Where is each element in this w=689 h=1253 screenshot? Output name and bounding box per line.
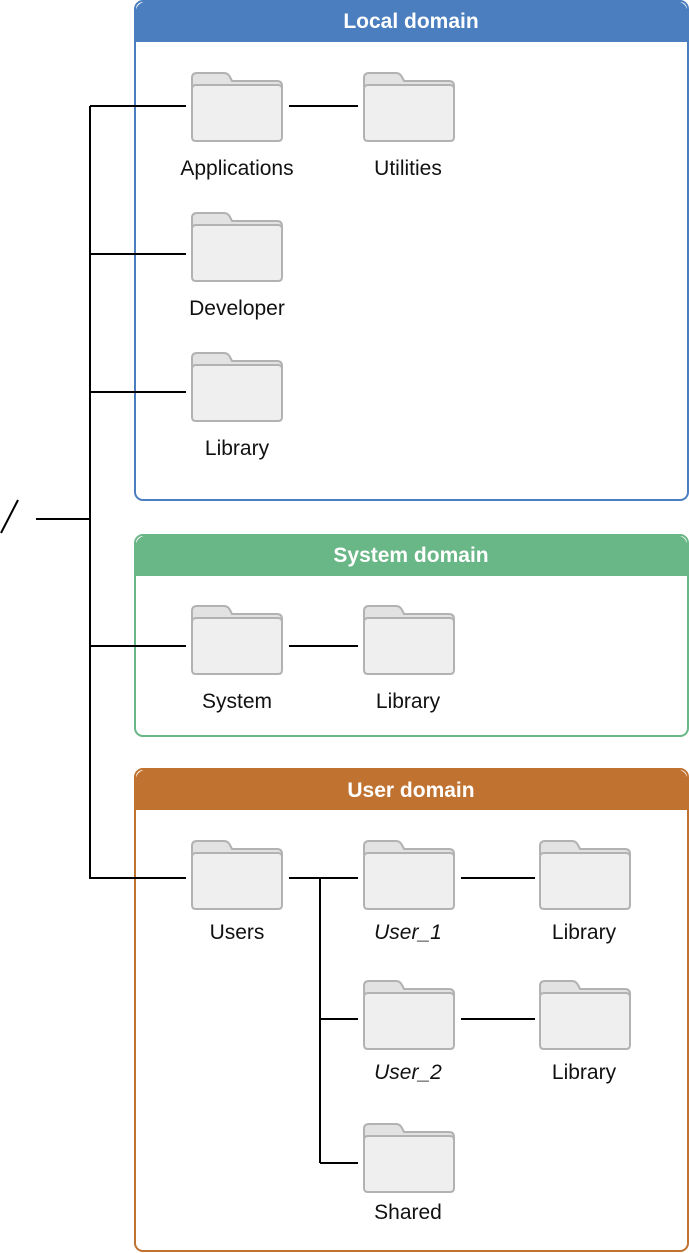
- folder-label-applications: Applications: [180, 157, 293, 180]
- folder-label-user-1: User_1: [374, 921, 442, 944]
- system-domain-box: System domain: [134, 534, 689, 737]
- folder-label-system-library: Library: [376, 690, 441, 713]
- folder-label-system: System: [202, 690, 272, 713]
- folder-local-library[interactable]: Library: [191, 352, 283, 460]
- user-domain-title: User domain: [347, 779, 474, 802]
- folder-developer[interactable]: Developer: [189, 212, 285, 320]
- local-domain-box: Local domain: [134, 0, 689, 501]
- folder-icon: [539, 980, 631, 1050]
- folder-icon: [363, 605, 455, 675]
- folder-icon: [363, 72, 455, 142]
- system-domain-title: System domain: [333, 544, 488, 567]
- folder-icon: [191, 352, 283, 422]
- folder-icon: [191, 840, 283, 910]
- user-domain-box: User domain: [134, 768, 689, 1252]
- folder-icon: [191, 72, 283, 142]
- folder-applications[interactable]: Applications: [180, 72, 294, 180]
- folder-users[interactable]: Users: [191, 840, 283, 944]
- folder-icon: [363, 980, 455, 1050]
- local-domain-title: Local domain: [343, 10, 478, 33]
- folder-icon: [539, 840, 631, 910]
- folder-label-utilities: Utilities: [374, 157, 442, 180]
- folder-user-2-library[interactable]: Library: [539, 980, 631, 1084]
- folder-label-user-2-library: Library: [552, 1061, 617, 1084]
- folder-user-1-library[interactable]: Library: [539, 840, 631, 944]
- folder-icon: [191, 212, 283, 282]
- folder-user-2[interactable]: User_2: [363, 980, 455, 1084]
- folder-icon: [363, 1123, 455, 1193]
- folder-user-1[interactable]: User_1: [363, 840, 455, 944]
- folder-label-users: Users: [210, 921, 265, 944]
- folder-label-user-1-library: Library: [552, 921, 617, 944]
- folder-system[interactable]: System: [191, 605, 283, 713]
- folder-label-developer: Developer: [189, 297, 285, 320]
- folder-utilities[interactable]: Utilities: [363, 72, 455, 180]
- folder-label-user-2: User_2: [374, 1061, 442, 1084]
- folder-system-library[interactable]: Library: [363, 605, 455, 713]
- root-slash: [0, 499, 19, 534]
- folder-label-shared: Shared: [374, 1201, 442, 1224]
- folder-icon: [363, 840, 455, 910]
- folder-icon: [191, 605, 283, 675]
- folder-shared[interactable]: Shared: [363, 1123, 455, 1224]
- folder-label-local-library: Library: [205, 437, 270, 460]
